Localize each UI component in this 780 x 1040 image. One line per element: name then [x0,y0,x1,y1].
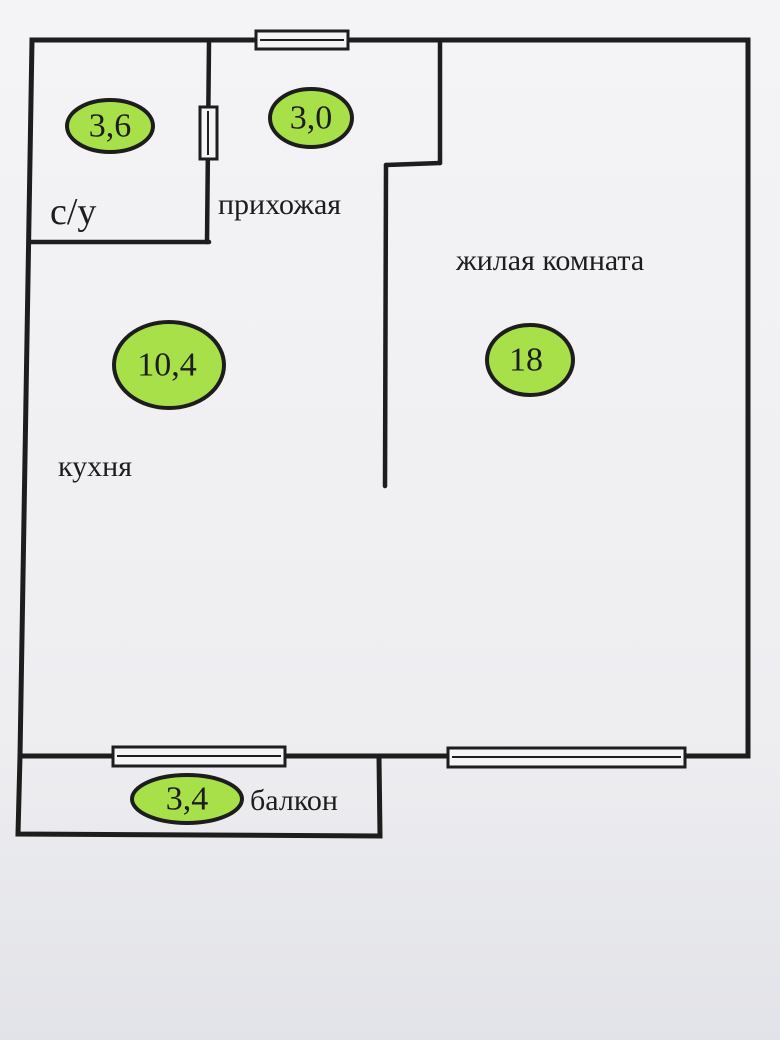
hallway-walls [382,39,443,489]
kitchen-label: кухня [58,450,132,483]
outer-wall [17,37,751,759]
balcony-label: балкон [250,784,338,817]
balcony-area-badge: 3,4 [130,773,244,825]
bathroom-label: с/у [50,191,96,233]
bathroom-area: 3,6 [89,108,132,145]
hallway-area: 3,0 [290,100,333,137]
balcony-area: 3,4 [166,781,209,818]
balcony-door [111,745,287,768]
hallway-label: прихожая [218,188,341,221]
hallway-area-badge: 3,0 [268,87,354,149]
window-top [254,29,350,51]
living-room-window [446,746,687,769]
living-room-area: 18 [509,342,543,379]
bathroom-area-badge: 3,6 [65,98,155,154]
bathroom-door [198,105,219,161]
balcony-walls [15,753,383,839]
outer-walls [17,37,751,759]
hallway-wall-step [383,160,443,168]
living-room-area-badge: 18 [485,323,575,397]
balcony-outline [15,753,383,839]
living-room-partition [382,162,389,489]
kitchen-area: 10,4 [137,347,197,384]
living-room-label: жилая комната [455,244,644,277]
kitchen-area-badge: 10,4 [112,320,226,410]
